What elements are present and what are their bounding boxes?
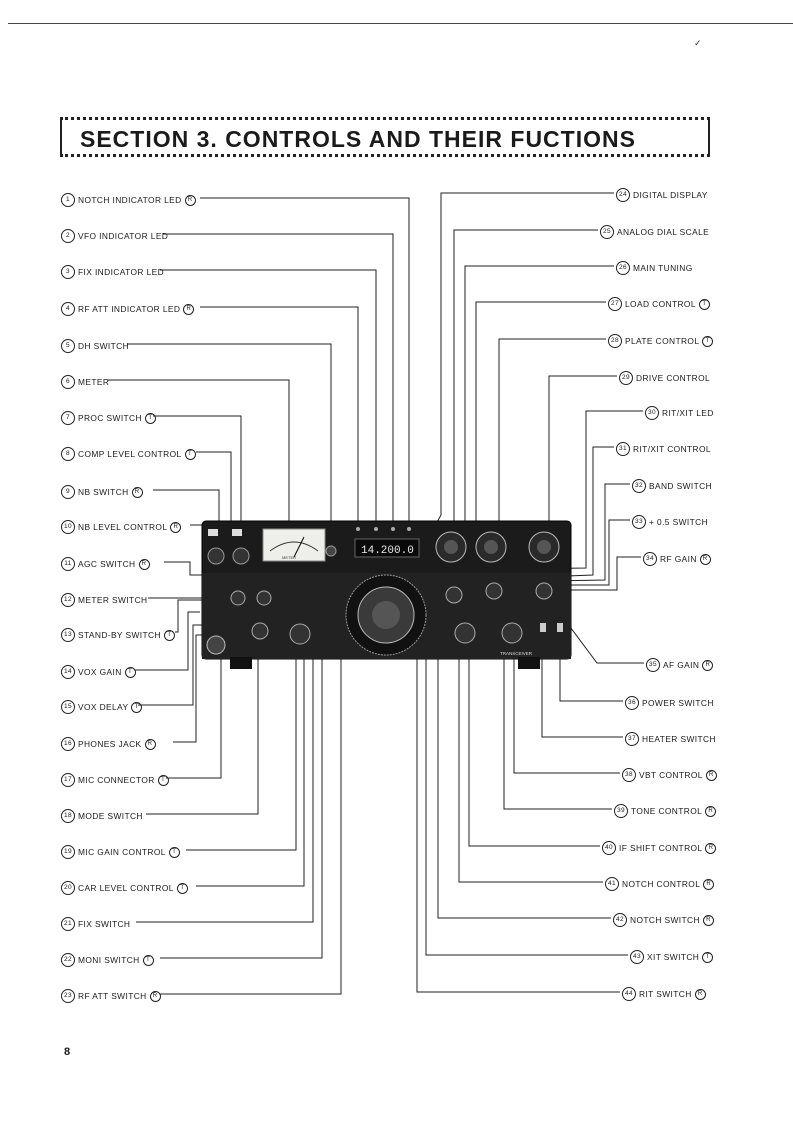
main-tuning-dial [345, 574, 427, 656]
digital-display [354, 538, 420, 558]
vox-gain-knob [230, 590, 246, 606]
band-switch-knob [485, 582, 503, 600]
right-foot [518, 657, 540, 669]
section-title: SECTION 3. CONTROLS AND THEIR FUCTIONS [80, 126, 636, 152]
heater-switch [540, 623, 546, 632]
mic-gain-knob [289, 623, 311, 645]
display-readout: 14.200.0 [361, 545, 414, 557]
margin-tick: ✓ [694, 38, 702, 48]
transceiver-front-panel: METER 14.200.0 TRANSCEIVER [201, 520, 572, 669]
power-switch [557, 623, 563, 632]
page-number: 8 [64, 1046, 71, 1058]
proc-switch [232, 529, 242, 536]
section-title-box: SECTION 3. CONTROLS AND THEIR FUCTIONS [60, 117, 710, 157]
vbt-tone-knob [501, 622, 523, 644]
comp-level-knob [232, 547, 250, 565]
top-rule [8, 23, 793, 24]
label-plus-0-5-switch: 33+ 0.5 SWITCH [632, 515, 708, 529]
left-foot [230, 657, 252, 669]
vox-delay-knob [256, 590, 272, 606]
mic-connector [206, 635, 226, 655]
meter-label: METER [282, 555, 296, 560]
nb-level-knob [207, 547, 225, 565]
mode-switch-knob [251, 622, 269, 640]
nb-switch [208, 529, 218, 536]
meter-window: METER [262, 528, 326, 562]
rit-xit-knob [445, 586, 463, 604]
indicator-leds [356, 527, 411, 531]
dh-switch [325, 545, 337, 557]
if-shift-notch-knob [454, 622, 476, 644]
model-text: TRANSCEIVER [500, 651, 533, 656]
af-rf-gain-knob [535, 582, 553, 600]
